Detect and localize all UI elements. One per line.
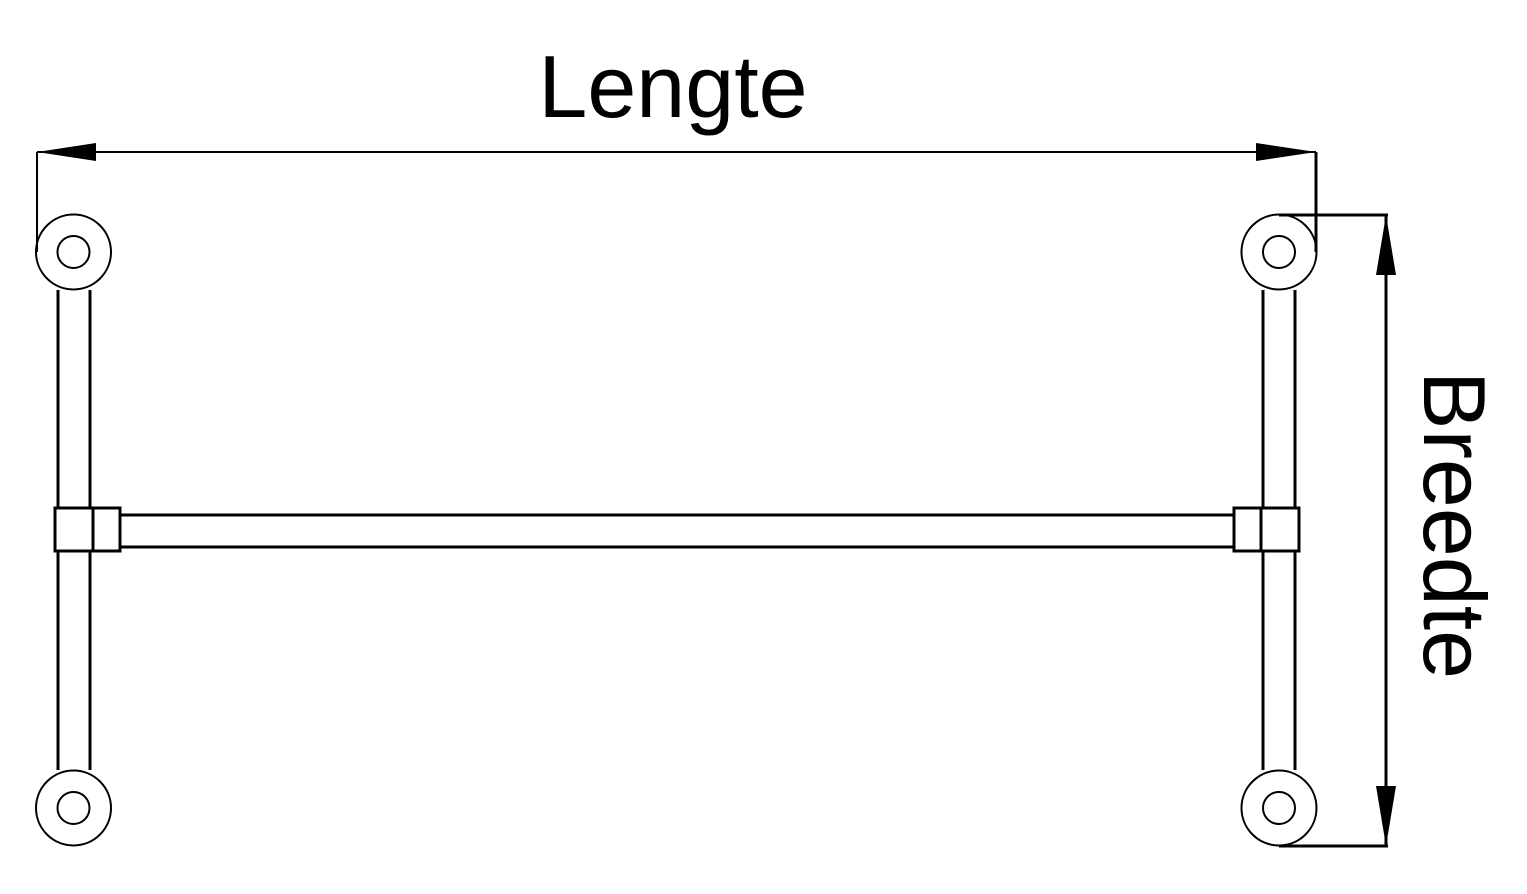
length-dimension: Lengte xyxy=(36,37,1318,252)
foot-bottom-right xyxy=(1240,769,1318,847)
arrow-left-icon xyxy=(37,143,96,161)
arrow-down-icon xyxy=(1376,786,1396,846)
arrow-up-icon xyxy=(1376,215,1396,275)
left-leg xyxy=(35,213,122,847)
right-leg xyxy=(1232,213,1318,847)
crossbeam xyxy=(120,513,1234,549)
foot-top-right xyxy=(1240,213,1318,291)
connector-right xyxy=(1232,506,1301,553)
connector-left xyxy=(53,506,122,553)
arrow-right-icon xyxy=(1256,143,1316,161)
foot-hole xyxy=(56,791,91,825)
width-label: Breedte xyxy=(1405,371,1504,679)
width-dimension: Breedte xyxy=(1279,213,1504,848)
foot-hole xyxy=(1262,791,1296,825)
foot-bottom-left xyxy=(35,769,112,847)
length-label: Lengte xyxy=(538,37,807,136)
foot-hole xyxy=(1262,235,1296,269)
foot-hole xyxy=(56,235,91,269)
foot-top-left xyxy=(35,213,112,291)
